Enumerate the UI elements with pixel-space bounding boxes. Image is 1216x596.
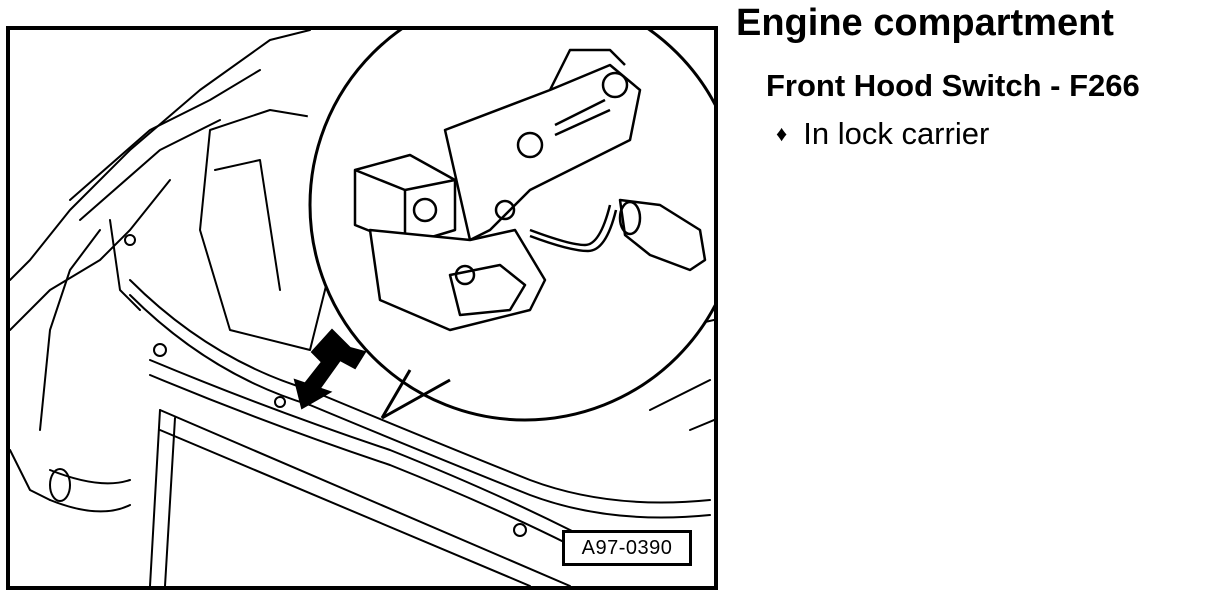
hood-lock-line-drawing xyxy=(10,30,714,586)
bullet-item: ♦ In lock carrier xyxy=(776,116,989,152)
page-title: Engine compartment xyxy=(736,2,1114,44)
bullet-text: In lock carrier xyxy=(803,116,990,151)
figure-id-label: A97-0390 xyxy=(562,530,692,566)
section-subtitle: Front Hood Switch - F266 xyxy=(766,68,1140,103)
engine-compartment-illustration: A97-0390 xyxy=(6,26,718,590)
diamond-bullet-icon: ♦ xyxy=(776,121,788,146)
